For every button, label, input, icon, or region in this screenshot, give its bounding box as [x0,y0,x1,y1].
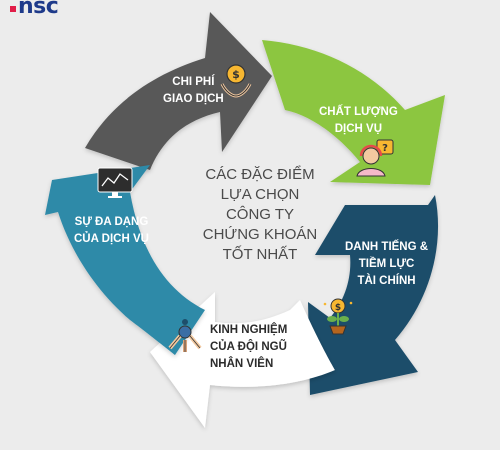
svg-text:?: ? [382,143,388,154]
segment-service-quality-arrow [262,40,445,185]
monitor-chart-icon [97,167,133,198]
svg-text:$: $ [232,68,240,81]
money-hands-icon: $ [220,64,252,98]
teamwork-icon [168,319,202,352]
segment-cost-arrow [85,12,272,170]
svg-text:$: $ [335,303,341,313]
money-plant-icon: $ [323,298,353,335]
customer-support-icon: ? [356,139,394,177]
segment-reputation-arrow [308,195,439,395]
center-title: CÁC ĐẶC ĐIỂM LỰA CHỌN CÔNG TY CHỨNG KHOÁ… [202,166,318,263]
segment-diversity-arrow [45,165,205,355]
nsc-logo: nsc [10,0,59,19]
segment-experience-arrow [150,292,335,428]
